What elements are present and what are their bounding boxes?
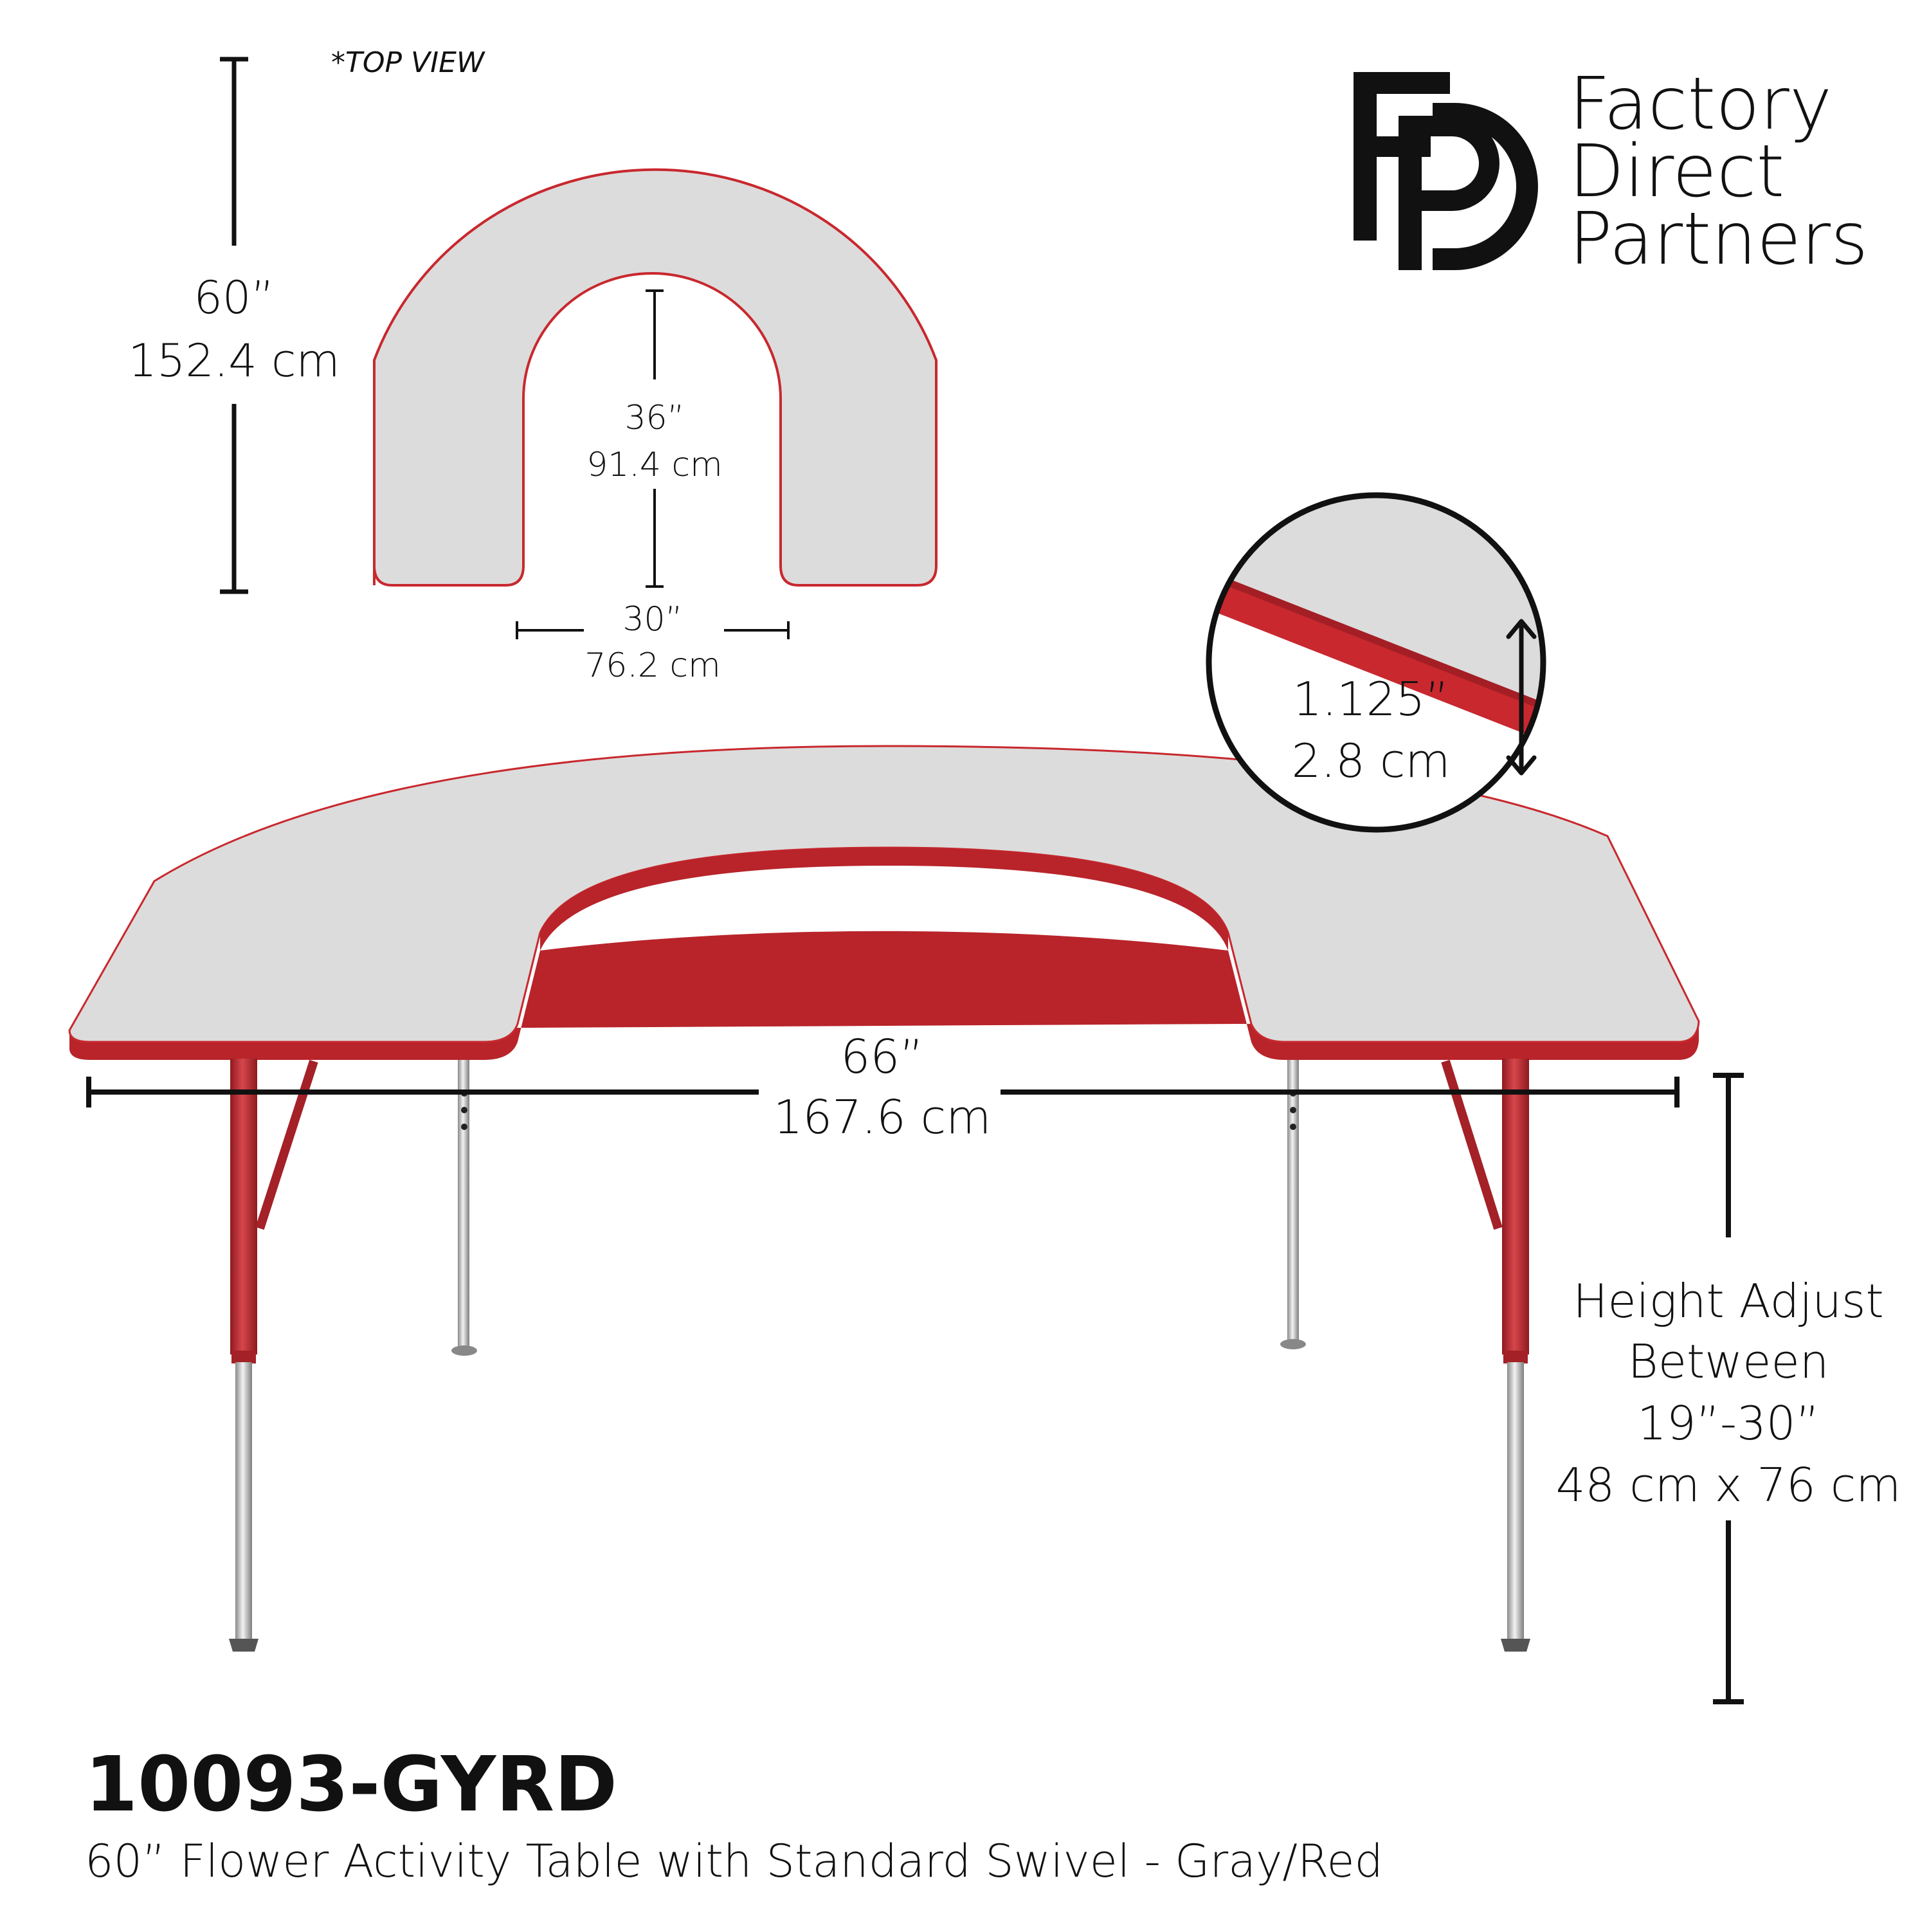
inner-width-cm: 76.2 cm [584,646,721,685]
height-adjust-line4: 48 cm x 76 cm [1556,1458,1901,1512]
edge-thickness-cm: 2.8 cm [1291,734,1450,788]
height-adjust-line2: Between [1628,1335,1829,1389]
inner-depth-inches: 36” [624,399,684,437]
height-adjust-line3: 19”-30” [1637,1396,1820,1450]
top-view-table-shape [373,168,937,587]
table-legs-front [229,1059,1530,1652]
inner-width-dimension [516,621,790,639]
inner-depth-dimension [646,289,664,588]
edge-thickness-inches: 1.125” [1292,672,1449,726]
brand-line-direct: Direct [1569,130,1784,214]
inner-width-inches: 30” [622,600,682,639]
table-width-inches: 66” [841,1030,924,1084]
fdp-monogram-icon [1354,72,1538,270]
brand-line-partners: Partners [1569,197,1868,281]
top-view-label: *TOP VIEW [331,46,485,79]
inner-depth-cm: 91.4 cm [586,446,723,484]
brand-line-factory: Factory [1569,62,1832,146]
height-adjust-line1: Height Adjust [1573,1274,1883,1328]
overall-depth-dimension [220,57,248,594]
product-description: 60” Flower Activity Table with Standard … [85,1835,1383,1888]
table-width-dimension [86,1077,1680,1107]
table-cutout-edge [540,848,1228,951]
overall-depth-cm: 152.4 cm [128,334,340,387]
overall-depth-inches: 60” [194,271,274,324]
table-height-dimension [1713,1073,1744,1704]
table-width-cm: 167.6 cm [774,1090,992,1144]
product-sku: 10093-GYRD [85,1740,617,1828]
